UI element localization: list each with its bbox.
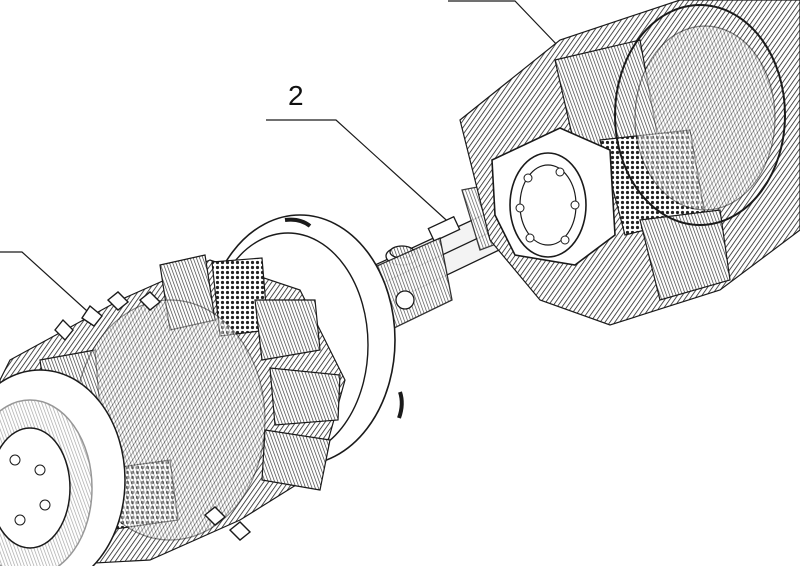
leader-line-2 — [266, 119, 456, 229]
right-rotor-assembly — [459, 0, 800, 326]
callout-label-2: 2 — [288, 80, 304, 111]
leader-lines — [0, 0, 561, 331]
leader-line-left — [0, 251, 109, 331]
leader-line-top — [448, 0, 561, 49]
left-wheel — [0, 369, 126, 571]
